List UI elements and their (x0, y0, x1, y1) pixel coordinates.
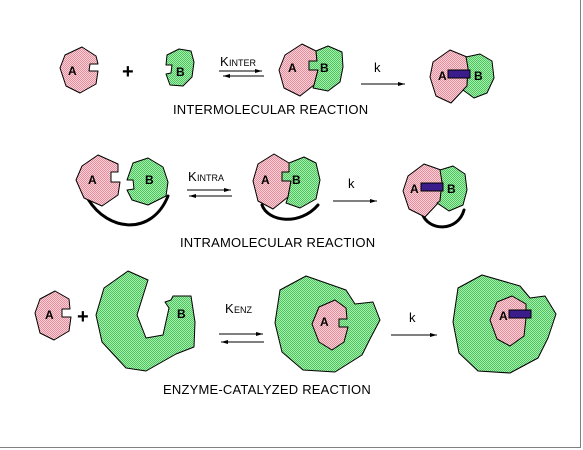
row-intermolecular: A + B K INTER A B k A (59, 43, 495, 117)
k-inter-sub: INTER (229, 58, 257, 68)
row-enzyme-catalyzed: A + B K ENZ A k A ENZYM (34, 270, 557, 397)
label-b: B (320, 61, 329, 75)
product-ab-tethered: A B (402, 163, 468, 229)
title-intramolecular: INTRAMOLECULAR REACTION (180, 235, 375, 250)
label-b: B (447, 182, 456, 196)
complex-ab: A B (278, 43, 344, 97)
label-a: A (438, 69, 447, 83)
rate-arrow (333, 199, 377, 203)
equilibrium-arrows (187, 188, 232, 198)
label-a: A (499, 309, 508, 323)
label-b: B (145, 173, 154, 187)
rate-arrow (391, 333, 437, 337)
molecule-b: B (165, 48, 195, 87)
title-enzyme-catalyzed: ENZYME-CATALYZED REACTION (163, 382, 371, 397)
label-a: A (88, 173, 97, 187)
equilibrium-arrows (219, 332, 264, 344)
enzyme-substrate-complex: A (274, 275, 381, 373)
label-a: A (320, 315, 329, 329)
title-intermolecular: INTERMOLECULAR REACTION (173, 102, 368, 117)
k-inter-main: K (220, 54, 229, 69)
k-rate: k (374, 60, 381, 75)
covalent-bond (420, 182, 444, 192)
k-enz-main: K (225, 301, 234, 316)
k-enz-sub: ENZ (234, 305, 253, 315)
label-b: B (474, 69, 483, 83)
covalent-bond (508, 309, 532, 319)
product-ab: A B (429, 49, 495, 104)
label-a: A (261, 173, 270, 187)
equilibrium-arrows (219, 69, 264, 78)
covalent-bond (447, 69, 471, 79)
plus-sign: + (77, 306, 89, 328)
row-intramolecular: A B K INTRA A B k A B (75, 153, 468, 250)
k-intra-sub: INTRA (197, 173, 224, 183)
label-b: B (292, 173, 301, 187)
k-rate: k (348, 176, 355, 191)
enzyme-with-b: B (95, 270, 196, 372)
rate-arrow (361, 82, 405, 86)
enzyme-product-complex: A (452, 274, 557, 374)
label-a: A (68, 64, 77, 78)
substrate-a: A (34, 290, 72, 341)
label-a: A (410, 182, 419, 196)
label-b: B (176, 65, 185, 79)
complex-ab-tethered: A B (252, 153, 321, 221)
k-intra-main: K (188, 169, 197, 184)
label-a: A (45, 308, 54, 322)
k-rate: k (409, 310, 416, 325)
tethered-ab: A B (75, 154, 170, 227)
molecule-a: A (59, 46, 99, 94)
label-b: B (177, 307, 186, 321)
plus-sign: + (122, 61, 134, 83)
label-a: A (288, 61, 297, 75)
